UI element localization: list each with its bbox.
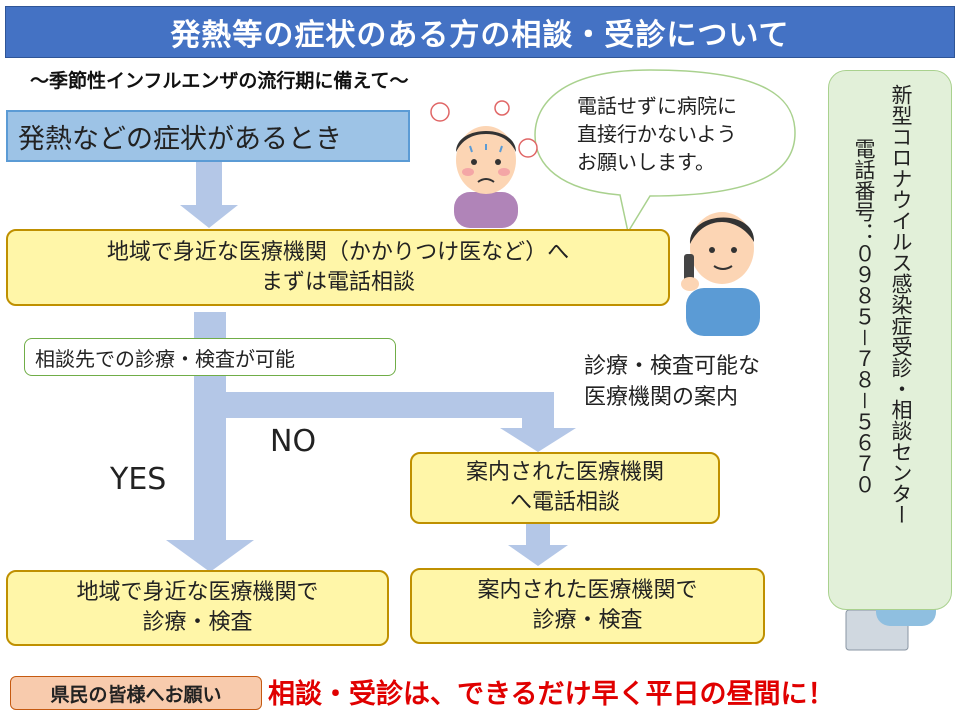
step1-line: まずは電話相談	[261, 268, 415, 298]
phone-call-person-icon	[681, 212, 760, 336]
arrow-no-step1-to-step2	[508, 524, 568, 566]
center-phone: 電話番号：０９８５－７８－５６７０	[853, 138, 874, 558]
no-step1-line: へ電話相談	[510, 488, 620, 518]
start-condition-box: 発熱などの症状があるとき	[6, 110, 410, 162]
request-text: 相談・受診は、できるだけ早く平日の昼間に！	[268, 672, 834, 711]
request-badge: 県民の皆様へお願い	[10, 676, 262, 710]
no-step1-line: 案内された医療機関	[466, 458, 664, 488]
guidance-line: 診療・検査可能な	[584, 352, 760, 383]
center-name: 新型コロナウイルス感染症受診・相談センター	[890, 84, 911, 524]
no-step1-box: 案内された医療機関 へ電話相談	[410, 452, 720, 524]
condition-box: 相談先での診療・検査が可能	[24, 338, 396, 376]
step1-line: 地域で身近な医療機関（かかりつけ医など）へ	[107, 238, 569, 268]
no-step2-line: 案内された医療機関で	[477, 576, 697, 606]
no-step2-box: 案内された医療機関で 診療・検査	[410, 568, 765, 644]
yes-step-line: 診療・検査	[142, 608, 252, 638]
yes-step-box: 地域で身近な医療機関で 診療・検査	[6, 570, 389, 646]
yes-label: YES	[110, 462, 166, 497]
sick-person-icon	[431, 101, 537, 228]
no-label: NO	[270, 424, 316, 459]
guidance-line: 医療機関の案内	[584, 383, 760, 414]
step1-phone-consult-box: 地域で身近な医療機関（かかりつけ医など）へ まずは電話相談	[6, 229, 670, 306]
speech-line: 直接行かないよう	[577, 120, 737, 148]
yes-step-line: 地域で身近な医療機関で	[76, 578, 318, 608]
speech-line: 電話せずに病院に	[577, 92, 737, 120]
guidance-note: 診療・検査可能な 医療機関の案内	[584, 352, 760, 414]
speech-bubble-text: 電話せずに病院に 直接行かないよう お願いします。	[577, 92, 737, 176]
arrow-start-to-step1	[180, 162, 238, 228]
no-step2-line: 診療・検査	[532, 606, 642, 636]
speech-line: お願いします。	[577, 148, 737, 176]
